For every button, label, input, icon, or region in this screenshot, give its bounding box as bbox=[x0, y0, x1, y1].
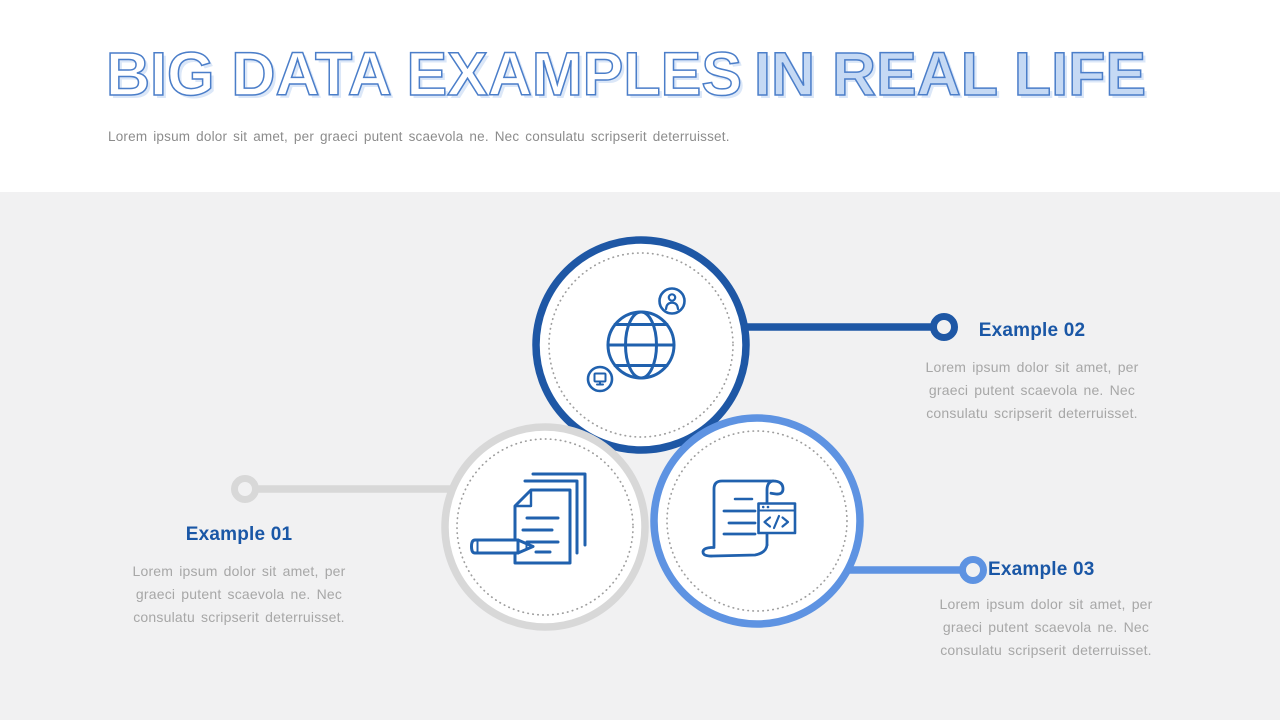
user-badge-icon bbox=[658, 287, 686, 315]
example-01-block: Example 01 Lorem ipsum dolor sit amet, p… bbox=[118, 523, 360, 629]
title-outline-part: BIG DATA EXAMPLES bbox=[105, 40, 743, 108]
globe-network-icon bbox=[586, 287, 686, 393]
example-01-label: Example 01 bbox=[185, 524, 293, 545]
documents-pencil-icon bbox=[470, 472, 587, 565]
title-filled-part: IN REAL LIFE bbox=[753, 40, 1147, 108]
example-02-body: Lorem ipsum dolor sit amet, per graeci p… bbox=[925, 359, 1139, 421]
connector-ring-01 bbox=[231, 475, 259, 503]
connector-ring-02 bbox=[930, 313, 958, 341]
example-03-body: Lorem ipsum dolor sit amet, per graeci p… bbox=[939, 596, 1153, 658]
example-02-block: Example 02 Lorem ipsum dolor sit amet, p… bbox=[911, 319, 1153, 425]
example-01-body: Lorem ipsum dolor sit amet, per graeci p… bbox=[132, 563, 346, 625]
code-window-badge-icon bbox=[757, 502, 797, 535]
dotted-ring-right bbox=[666, 430, 848, 612]
example-02-label: Example 02 bbox=[978, 320, 1086, 341]
code-tag-glyph bbox=[763, 514, 790, 530]
monitor-badge-icon bbox=[586, 365, 614, 393]
connector-ring-03 bbox=[959, 556, 987, 584]
dotted-ring-top bbox=[548, 252, 734, 438]
subtitle: Lorem ipsum dolor sit amet, per graeci p… bbox=[108, 129, 730, 144]
dotted-ring-left bbox=[456, 438, 634, 616]
example-03-label: Example 03 bbox=[988, 559, 1095, 580]
scroll-code-icon bbox=[701, 479, 797, 558]
